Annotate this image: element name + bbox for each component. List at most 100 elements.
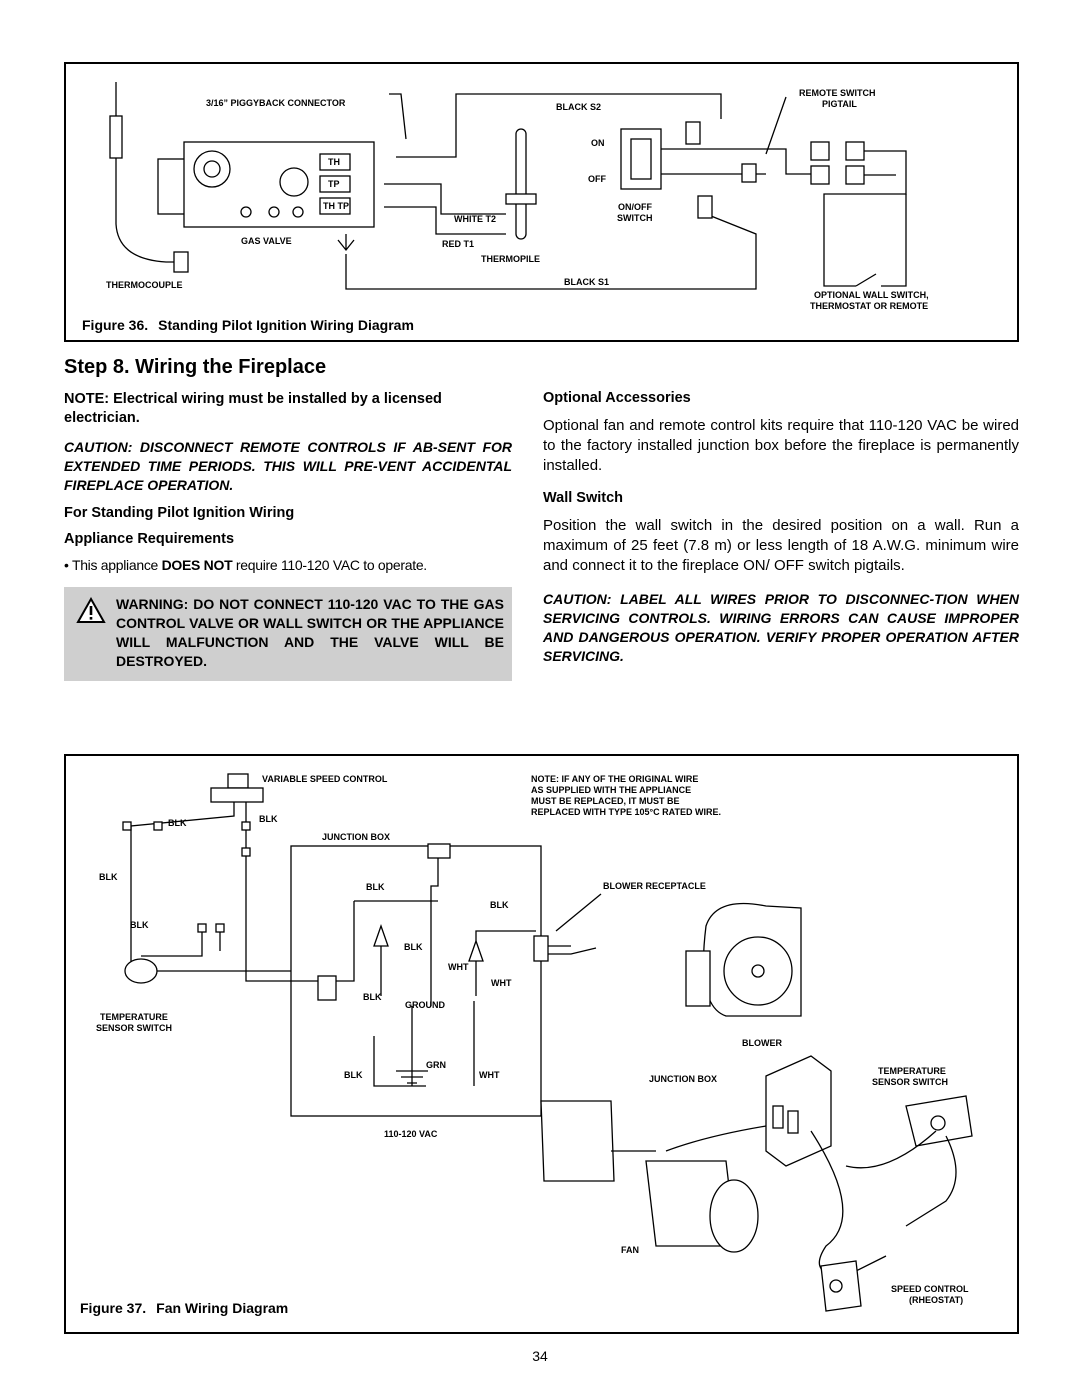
figure-37-title: Fan Wiring Diagram: [156, 1300, 289, 1316]
rheostat-knob: [829, 1279, 843, 1293]
standing-pilot-heading: For Standing Pilot Ignition Wiring: [64, 505, 295, 521]
blower-motor: [685, 950, 711, 1007]
figure-36-number: Figure 36.: [82, 317, 149, 333]
wht-label: WHT: [448, 962, 469, 972]
thermopile-label: THERMOPILE: [481, 254, 540, 264]
pigtail-connector: [845, 165, 865, 185]
temperature-sensor-switch-left: [124, 958, 158, 984]
figure-37-caption: Figure 37.Fan Wiring Diagram: [80, 1300, 288, 1316]
appliance-requirements-heading: Appliance Requirements: [64, 531, 235, 547]
junction-box-right-label: JUNCTION BOX: [649, 1074, 717, 1084]
warning-triangle-icon: [76, 597, 106, 623]
connector-square: [153, 821, 163, 831]
licensed-electrician-note: NOTE: Electrical wiring must be installe…: [64, 391, 442, 426]
wire-nut: [468, 939, 484, 962]
onoff-switch-label-1: ON/OFF: [618, 202, 652, 212]
blk-label: BLK: [130, 920, 149, 930]
terminal-thtp: [319, 197, 351, 215]
bullet-text-start: • This appliance: [64, 557, 162, 573]
junction-switch: [787, 1110, 799, 1134]
piggyback-pointer: [389, 93, 407, 140]
right-column: Optional Accessories Optional fan and re…: [543, 390, 1019, 676]
white-t2-wire: [426, 183, 506, 215]
wire-nut: [373, 924, 389, 947]
connector-square: [241, 821, 251, 831]
note-line-1: NOTE: IF ANY OF THE ORIGINAL WIRE: [531, 774, 698, 784]
red-t1-label: RED T1: [442, 239, 474, 249]
blower-hub: [751, 964, 765, 978]
red-t1-wire: [426, 206, 506, 235]
bullet-text-emphasis: DOES NOT: [161, 557, 233, 573]
junction-inner-wire: [430, 858, 439, 1006]
connector-square: [122, 821, 132, 831]
variable-speed-knob: [227, 773, 249, 789]
switch-connector: [685, 121, 701, 145]
note-line-2: AS SUPPLIED WITH THE APPLIANCE: [531, 785, 691, 795]
optional-wall-label-1: OPTIONAL WALL SWITCH,: [814, 290, 929, 300]
remote-switch-label-1: REMOTE SWITCH: [799, 88, 876, 98]
vac-label: 110-120 VAC: [384, 1129, 438, 1139]
bullet-text-end: require 110-120 VAC to operate.: [232, 557, 427, 573]
gas-valve-screw: [292, 206, 304, 218]
junction-box-connector: [317, 975, 337, 1001]
grn-label: GRN: [426, 1060, 446, 1070]
figure-37-diagram: VARIABLE SPEED CONTROL NOTE: IF ANY OF T…: [64, 754, 1019, 1334]
figure-36-diagram: TH TP TH TP: [64, 62, 1019, 342]
note-line-3: MUST BE REPLACED, IT MUST BE: [531, 796, 680, 806]
internal-wires: [380, 930, 536, 996]
blk-internal: [321, 901, 355, 982]
thermocouple-fitting: [173, 251, 189, 273]
pigtail-splice: [741, 163, 757, 183]
receptacle-pointer: [555, 893, 602, 932]
speed-control-label-2: (RHEOSTAT): [909, 1295, 963, 1305]
wall-switch-text: Position the wall switch in the desired …: [543, 517, 1019, 574]
fan-outlet: [709, 1179, 759, 1253]
step-title: Step 8. Wiring the Fireplace: [64, 356, 327, 378]
blower-receptacle: [533, 935, 549, 962]
pigtail-connector: [810, 165, 830, 185]
white-t2-label: WHITE T2: [454, 214, 496, 224]
terminal-tp: [319, 175, 351, 193]
junction-box-label: JUNCTION BOX: [322, 832, 390, 842]
junction-box-clamp: [427, 843, 451, 859]
blk-label: BLK: [404, 942, 423, 952]
blk-label: BLK: [259, 814, 278, 824]
wall-switch-heading: Wall Switch: [543, 490, 624, 506]
remote-switch-label-2: PIGTAIL: [822, 99, 857, 109]
terminal-thtp-label: TH TP: [323, 201, 349, 211]
vac-requirement-bullet: • This appliance DOES NOT require 110-12…: [64, 557, 512, 573]
blk-label: BLK: [168, 818, 187, 828]
gas-valve-screw: [240, 206, 252, 218]
optional-wall-switch: [855, 194, 907, 287]
disconnect-remote-caution: CAUTION: DISCONNECT REMOTE CONTROLS IF A…: [64, 439, 512, 493]
fan-label: FAN: [621, 1245, 639, 1255]
thermopile-probe: [515, 128, 527, 240]
pigtail-connector: [810, 141, 830, 161]
ground-spade: [337, 234, 355, 252]
variable-speed-label: VARIABLE SPEED CONTROL: [262, 774, 388, 784]
connector-square: [197, 923, 207, 933]
speed-control-label-1: SPEED CONTROL: [891, 1284, 969, 1294]
switch-connector: [697, 195, 713, 219]
page-number: 34: [532, 1348, 548, 1364]
thermocouple-lead: [115, 158, 184, 263]
optional-wall-label-2: THERMOSTAT OR REMOTE: [810, 301, 928, 311]
left-column: NOTE: Electrical wiring must be installe…: [64, 390, 512, 681]
blk-label: BLK: [490, 900, 509, 910]
junction-box-outline: [290, 845, 542, 1117]
warning-text: WARNING: DO NOT CONNECT 110-120 VAC TO T…: [116, 596, 504, 669]
fan-wiring-svg: VARIABLE SPEED CONTROL NOTE: IF ANY OF T…: [96, 773, 973, 1312]
optional-accessories-heading: Optional Accessories: [543, 390, 691, 406]
sensor-disc: [930, 1115, 946, 1131]
pigtail-wire-1: [706, 148, 811, 175]
connector-square: [241, 847, 251, 857]
pigtail-connector: [845, 141, 865, 161]
switch-leads: [661, 148, 706, 175]
on-label: ON: [591, 138, 605, 148]
ground-symbol: [396, 1070, 428, 1084]
temp-sensor-left-label-2: SENSOR SWITCH: [96, 1023, 172, 1033]
black-s1-label: BLACK S1: [564, 277, 609, 287]
figure-36-title: Standing Pilot Ignition Wiring Diagram: [158, 317, 414, 333]
terminal-tp-label: TP: [328, 179, 340, 189]
sensor-wires: [845, 1130, 957, 1227]
